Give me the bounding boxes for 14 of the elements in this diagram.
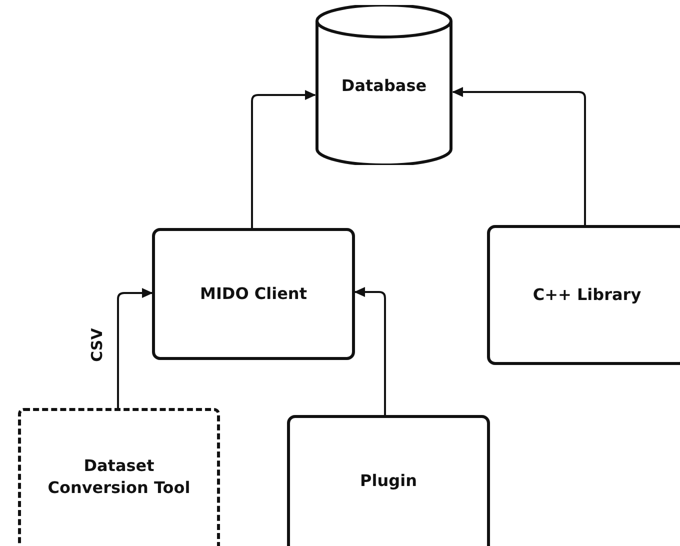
node-label: MIDO Client	[200, 283, 307, 305]
dashed-tool-box	[18, 408, 220, 546]
arrow	[117, 288, 153, 408]
component-box	[487, 225, 680, 365]
node-label: Dataset Conversion Tool	[46, 455, 192, 498]
arrow	[354, 287, 386, 415]
arrow	[251, 90, 316, 228]
database-cylinder	[315, 5, 453, 165]
component-box	[152, 228, 355, 360]
node-label: Database	[341, 75, 427, 97]
node-label: Plugin	[360, 470, 417, 492]
component-box	[287, 415, 490, 546]
node-label: C++ Library	[532, 284, 642, 306]
arrow	[452, 87, 586, 225]
